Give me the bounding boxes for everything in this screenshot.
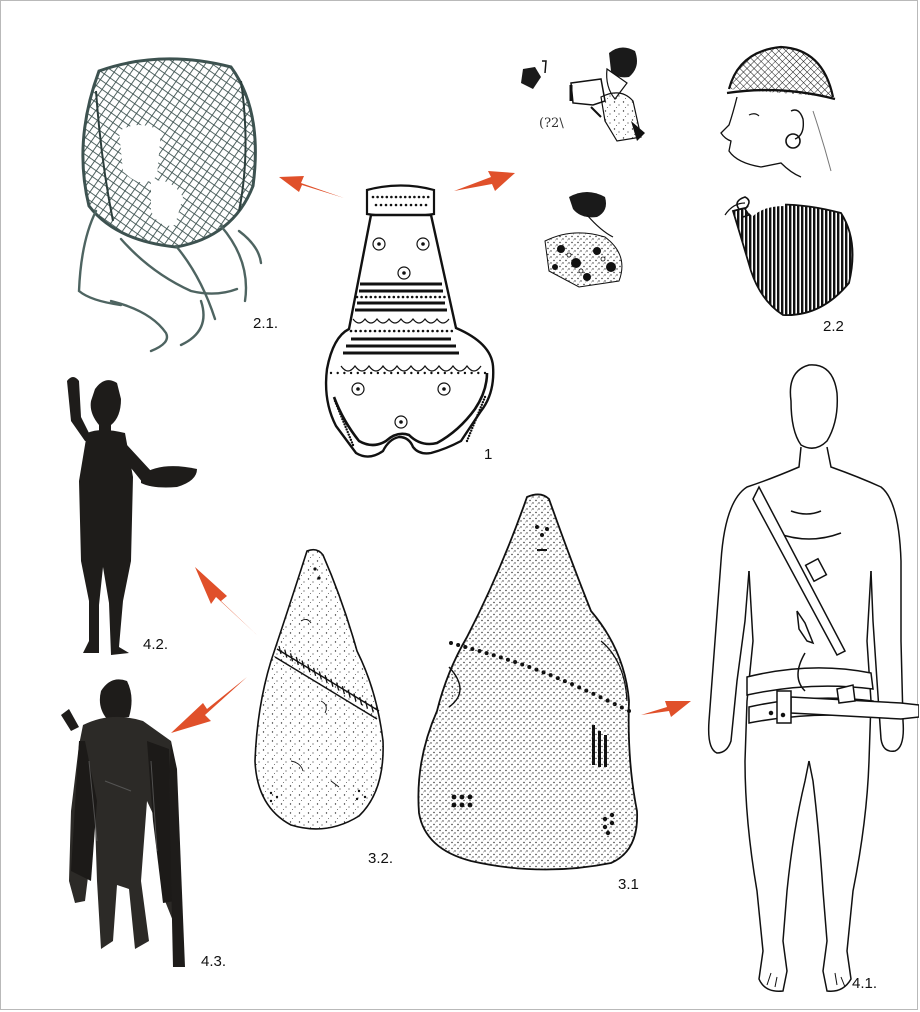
label-figure-4-1: 4.1. xyxy=(852,976,877,991)
label-figure-3-1: 3.1 xyxy=(618,877,639,892)
arrow-to-figurine-4-2 xyxy=(195,567,257,635)
label-figure-2-1: 2.1. xyxy=(253,316,278,331)
stone-pendant-large xyxy=(418,494,637,869)
hairnet-artifact xyxy=(725,197,853,315)
label-figure-2-2: 2.2 xyxy=(823,319,844,334)
decorated-idol-artifact xyxy=(326,186,493,457)
stone-pendant-small xyxy=(255,550,383,829)
fresco-fragment-figures: (?2\ xyxy=(521,47,645,287)
arrow-to-net-bag xyxy=(279,176,344,198)
human-figure-with-belt xyxy=(709,365,919,991)
label-figure-4-2: 4.2. xyxy=(143,637,168,652)
bronze-figurine-with-cloak xyxy=(61,679,185,967)
bronze-figurine-with-bowl xyxy=(67,377,197,655)
arrow-to-fresco-figures xyxy=(454,171,515,191)
svg-text:(?2\: (?2\ xyxy=(539,116,564,131)
label-figure-1: 1 xyxy=(484,447,492,462)
arrow-to-figurine-4-3 xyxy=(171,677,247,733)
net-bag-artifact xyxy=(79,59,261,351)
label-figure-4-3: 4.3. xyxy=(201,954,226,969)
label-figure-3-2: 3.2. xyxy=(368,851,393,866)
hairnet-head-drawing xyxy=(721,47,835,177)
arrow-to-human-figure xyxy=(641,701,691,717)
